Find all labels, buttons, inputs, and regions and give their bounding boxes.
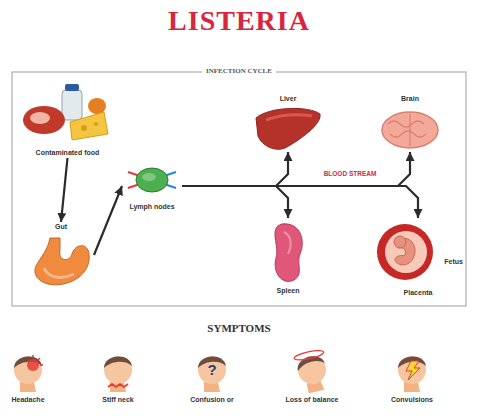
food-node: Contaminated food [20, 82, 115, 158]
node-label: Lymph nodes [129, 203, 174, 211]
symptom-label: Loss of balance [286, 396, 339, 403]
spleen-icon [284, 232, 291, 254]
flow-label: BLOOD STREAM [320, 170, 381, 177]
brain-icon [382, 112, 438, 148]
section-heading: INFECTION CYCLE [202, 67, 276, 75]
liver-icon [266, 115, 312, 120]
spleen-icon [275, 224, 302, 282]
placenta-icon [394, 236, 406, 248]
headache-icon [27, 359, 39, 371]
symptom-label: Headache [11, 396, 44, 403]
lymph-node-icon [128, 168, 176, 192]
node-label: Contaminated food [36, 149, 100, 157]
headache-icon [33, 355, 43, 365]
cycle-frame [12, 72, 466, 306]
brain-icon [382, 112, 438, 148]
node-label: Fetus [444, 258, 463, 266]
title: LISTERIA [0, 6, 478, 37]
lymph-node-icon [136, 168, 168, 192]
balance-icon [293, 349, 331, 395]
node-label: Gut [55, 223, 67, 231]
flow-arrow [182, 186, 288, 218]
stomach-icon [44, 268, 74, 277]
balance-icon [295, 354, 325, 371]
stiff-neck-icon [104, 356, 132, 392]
symptom-label: Confusion or [190, 396, 234, 403]
flow-arrow [182, 152, 410, 186]
question-mark: ? [207, 361, 216, 378]
placenta-icon [377, 224, 433, 280]
convulsion-icon [398, 356, 426, 384]
flow-arrow [182, 186, 418, 218]
stomach-icon [35, 238, 89, 285]
convulsion-icon [398, 356, 426, 392]
organ-node: Spleen [262, 218, 314, 296]
lymph-node-icon [142, 173, 156, 181]
stiff-neck-icon [104, 356, 132, 368]
stiff-neck-icon [104, 356, 132, 384]
node-label: Liver [280, 95, 297, 103]
brain-icon [388, 114, 426, 146]
flow-arrow [182, 152, 288, 186]
section-heading: SYMPTOMS [207, 322, 270, 334]
organ-node: Lymph nodes [122, 160, 182, 212]
symptom-label: Stiff neck [102, 396, 134, 403]
headache-icon [14, 355, 43, 392]
confusion-icon [198, 356, 226, 384]
symptom-label: Convulsions [391, 396, 433, 403]
food-icon [30, 112, 50, 124]
node-label: Placenta [404, 289, 433, 297]
organ-node: Brain [376, 94, 444, 152]
balance-icon [293, 349, 324, 362]
food-icon [62, 90, 82, 120]
food-icon [23, 106, 65, 134]
liver-icon [256, 108, 320, 149]
food-icon [70, 112, 108, 140]
stomach-icon [35, 238, 89, 285]
headache-icon [14, 356, 42, 384]
placenta-icon [377, 224, 433, 280]
organ-node: FetusPlacenta [372, 218, 464, 298]
flow-arrow [61, 158, 68, 222]
food-icon [88, 98, 106, 114]
node-label: Brain [401, 95, 419, 103]
placenta-icon [385, 231, 427, 273]
spleen-icon [275, 224, 302, 282]
food-icon [81, 125, 87, 131]
organ-node: Gut [28, 222, 94, 288]
food-icon [23, 84, 108, 140]
flow-arrow [94, 186, 122, 255]
food-icon [65, 84, 79, 91]
liver-icon [256, 108, 320, 149]
stiff-neck-icon [108, 384, 128, 387]
food-icon [94, 122, 98, 126]
convulsion-icon [406, 361, 420, 380]
confusion-icon [198, 356, 226, 392]
node-label: Spleen [277, 287, 300, 295]
organ-node: Liver [252, 94, 324, 152]
